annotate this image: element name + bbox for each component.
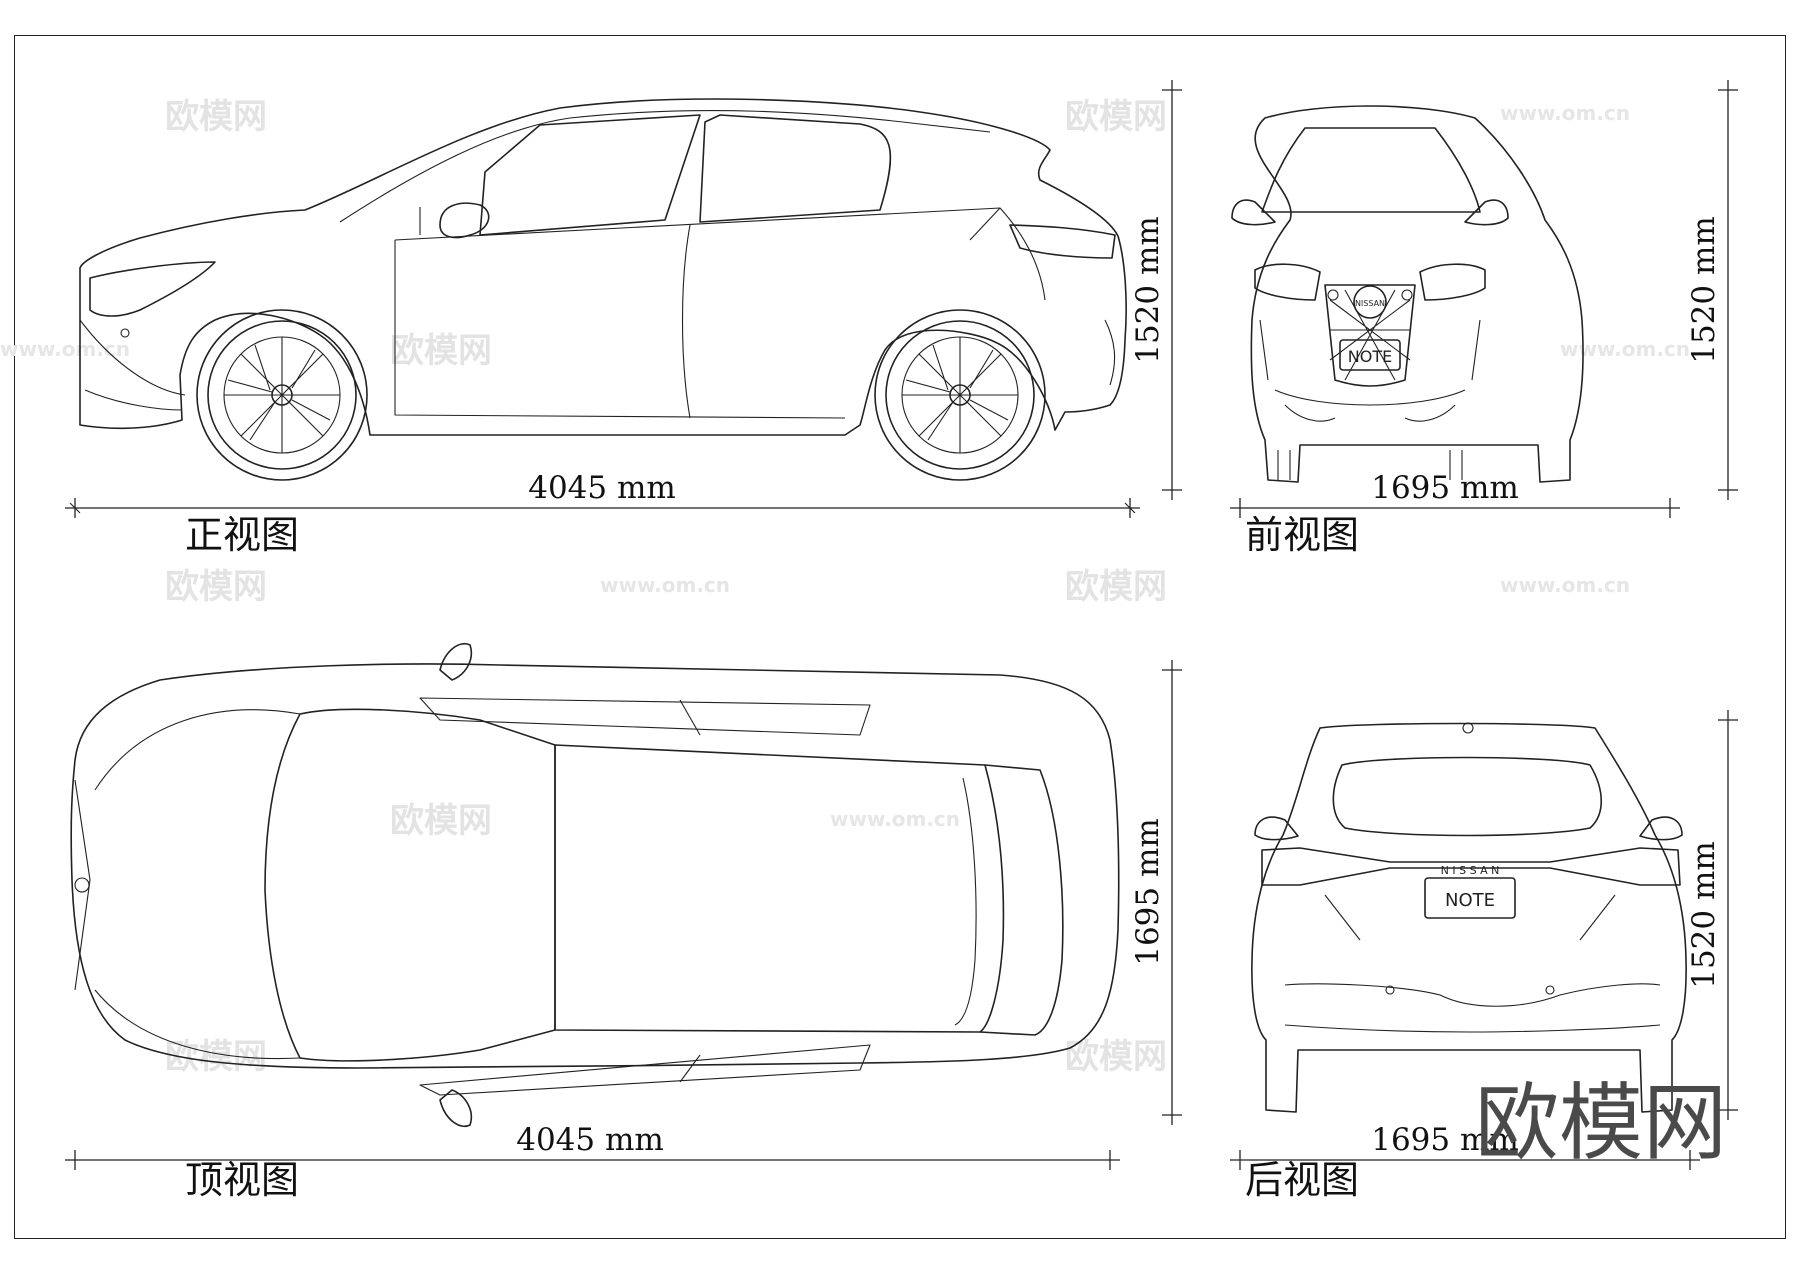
watermark-url: www.om.cn bbox=[1500, 101, 1630, 125]
watermark-text: 欧模网 bbox=[165, 97, 267, 137]
rear-width-dimension bbox=[1230, 1150, 1700, 1170]
side-height-label: 1520 mm bbox=[1130, 216, 1166, 364]
corner-watermark: 欧模网 bbox=[1475, 1074, 1727, 1172]
watermark-text: 欧模网 bbox=[390, 801, 492, 841]
rear-wheel-icon bbox=[874, 309, 1046, 481]
front-badge-text: NOTE bbox=[1348, 347, 1392, 366]
watermark-url: www.om.cn bbox=[600, 573, 730, 597]
watermark-text: 欧模网 bbox=[1065, 97, 1167, 137]
top-width-label: 1695 mm bbox=[1130, 818, 1166, 966]
top-width-dimension bbox=[1162, 660, 1182, 1125]
watermark-text: 欧模网 bbox=[165, 567, 267, 607]
side-height-dimension bbox=[1162, 80, 1182, 500]
front-wheel-icon bbox=[196, 309, 368, 481]
rear-width-label: 1695 mm bbox=[1371, 1122, 1519, 1158]
watermark-url: www.om.cn bbox=[830, 807, 960, 831]
watermark-url: www.om.cn bbox=[0, 337, 130, 361]
front-view-title: 前视图 bbox=[1245, 513, 1359, 557]
rear-view-title: 后视图 bbox=[1245, 1158, 1359, 1202]
front-width-dimension bbox=[1230, 498, 1680, 518]
rear-brand-text: N I S S A N bbox=[1441, 864, 1500, 877]
side-length-label: 4045 mm bbox=[528, 470, 676, 506]
watermark-text: 欧模网 bbox=[1065, 1037, 1167, 1077]
front-height-dimension bbox=[1718, 80, 1738, 500]
watermark-url: www.om.cn bbox=[1560, 337, 1690, 361]
top-length-dimension bbox=[65, 1150, 1120, 1170]
watermark-text: 欧模网 bbox=[390, 331, 492, 371]
front-emblem-text: NISSAN bbox=[1355, 299, 1385, 308]
side-view-car bbox=[79, 98, 1127, 481]
drawing-frame bbox=[14, 35, 1786, 1239]
front-height-label: 1520 mm bbox=[1686, 216, 1722, 364]
background-watermarks: 欧模网 欧模网 www.om.cn 欧模网 www.om.cn www.om.c… bbox=[0, 97, 1690, 1077]
rear-height-label: 1520 mm bbox=[1686, 841, 1722, 989]
side-length-dimension bbox=[65, 498, 1140, 518]
rear-badge-text: NOTE bbox=[1445, 890, 1495, 911]
side-view-title: 正视图 bbox=[185, 513, 299, 557]
top-view-car bbox=[70, 643, 1120, 1127]
rear-view-car: N I S S A N NOTE bbox=[1251, 722, 1687, 1113]
top-length-label: 4045 mm bbox=[516, 1122, 664, 1158]
watermark-url: www.om.cn bbox=[1500, 573, 1630, 597]
front-width-label: 1695 mm bbox=[1371, 470, 1519, 506]
watermark-text: 欧模网 bbox=[1065, 567, 1167, 607]
rear-height-dimension bbox=[1718, 710, 1738, 1120]
top-view-title: 顶视图 bbox=[185, 1158, 299, 1202]
front-view-car: NISSAN NOTE bbox=[1231, 105, 1584, 483]
